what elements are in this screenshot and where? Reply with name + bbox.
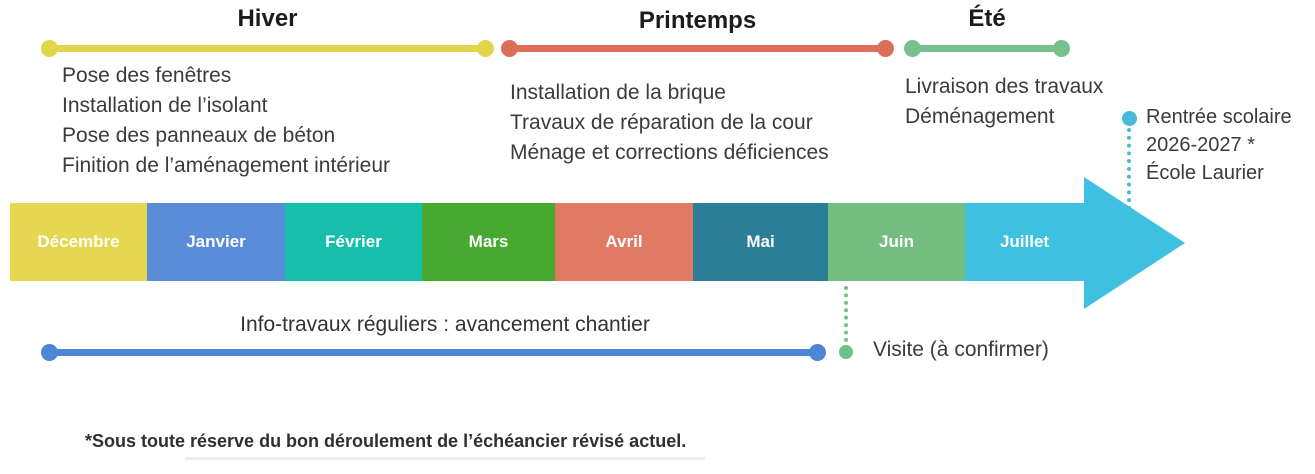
season-title-hiver: Hiver bbox=[237, 5, 298, 32]
rentree-milestone-label: Rentrée scolaire 2026-2027 * École Lauri… bbox=[1146, 103, 1292, 187]
task-item: Finition de l’aménagement intérieur bbox=[62, 154, 391, 177]
month-segment-juin: Juin bbox=[828, 203, 965, 281]
month-segment-mai: Mai bbox=[693, 203, 828, 281]
task-item: Ménage et corrections déficiences bbox=[510, 141, 829, 164]
ete-line-start-dot bbox=[904, 40, 921, 57]
month-label: Décembre bbox=[37, 232, 120, 251]
hiver-task-list: Pose des fenêtres Installation de l’isol… bbox=[62, 61, 390, 181]
task-item: Installation de la brique bbox=[510, 81, 726, 104]
month-label: Juillet bbox=[999, 232, 1050, 251]
month-segment-mars: Mars bbox=[422, 203, 555, 281]
info-line-start-dot bbox=[41, 344, 58, 361]
month-segment-decembre: Décembre bbox=[10, 203, 147, 281]
task-item: Installation de l’isolant bbox=[62, 94, 268, 117]
month-label: Mars bbox=[468, 232, 509, 251]
task-item: Pose des panneaux de béton bbox=[62, 124, 336, 147]
season-title-printemps: Printemps bbox=[638, 7, 757, 34]
printemps-line-end-dot bbox=[877, 40, 894, 57]
month-label: Avril bbox=[605, 232, 643, 251]
month-segment-avril: Avril bbox=[555, 203, 693, 281]
visite-milestone-dot bbox=[839, 345, 853, 359]
season-title-ete: Été bbox=[968, 5, 1006, 32]
task-item: Pose des fenêtres bbox=[62, 64, 232, 87]
task-item: Livraison des travaux bbox=[905, 75, 1104, 98]
info-travaux-title: Info-travaux réguliers : avancement chan… bbox=[240, 313, 650, 336]
printemps-task-list: Installation de la brique Travaux de rép… bbox=[510, 78, 829, 168]
ete-line-end-dot bbox=[1053, 40, 1070, 57]
month-label: Janvier bbox=[186, 232, 246, 251]
info-travaux-line bbox=[41, 344, 826, 361]
printemps-season-line bbox=[501, 40, 894, 57]
rentree-line-1: Rentrée scolaire bbox=[1146, 106, 1292, 128]
hiver-line-end-dot bbox=[477, 40, 494, 57]
ete-season-line bbox=[904, 40, 1070, 57]
task-item: Déménagement bbox=[905, 105, 1055, 128]
printemps-line-start-dot bbox=[501, 40, 518, 57]
rentree-milestone-dot bbox=[1122, 111, 1137, 126]
footnote: *Sous toute réserve du bon déroulement d… bbox=[85, 431, 687, 451]
ete-task-list: Livraison des travaux Déménagement bbox=[905, 72, 1103, 132]
rentree-dotted-connector bbox=[1127, 128, 1131, 210]
visite-dotted-connector bbox=[844, 286, 848, 342]
month-segment-fevrier: Février bbox=[285, 203, 422, 281]
hiver-season-line bbox=[41, 40, 494, 57]
cropped-text-artifact bbox=[185, 457, 705, 460]
month-timeline-bar: Décembre Janvier Février Mars Avril Mai … bbox=[10, 203, 1084, 281]
hiver-line-start-dot bbox=[41, 40, 58, 57]
info-line-end-dot bbox=[809, 344, 826, 361]
task-item: Travaux de réparation de la cour bbox=[510, 111, 813, 134]
visite-milestone-label: Visite (à confirmer) bbox=[873, 338, 1049, 361]
month-label: Juin bbox=[879, 232, 914, 251]
month-segment-juillet: Juillet bbox=[965, 203, 1084, 281]
month-segment-janvier: Janvier bbox=[147, 203, 285, 281]
rentree-line-2: 2026-2027 * bbox=[1146, 134, 1255, 156]
timeline-arrow-head bbox=[1084, 177, 1185, 309]
month-label: Février bbox=[325, 232, 382, 251]
month-label: Mai bbox=[746, 232, 775, 251]
